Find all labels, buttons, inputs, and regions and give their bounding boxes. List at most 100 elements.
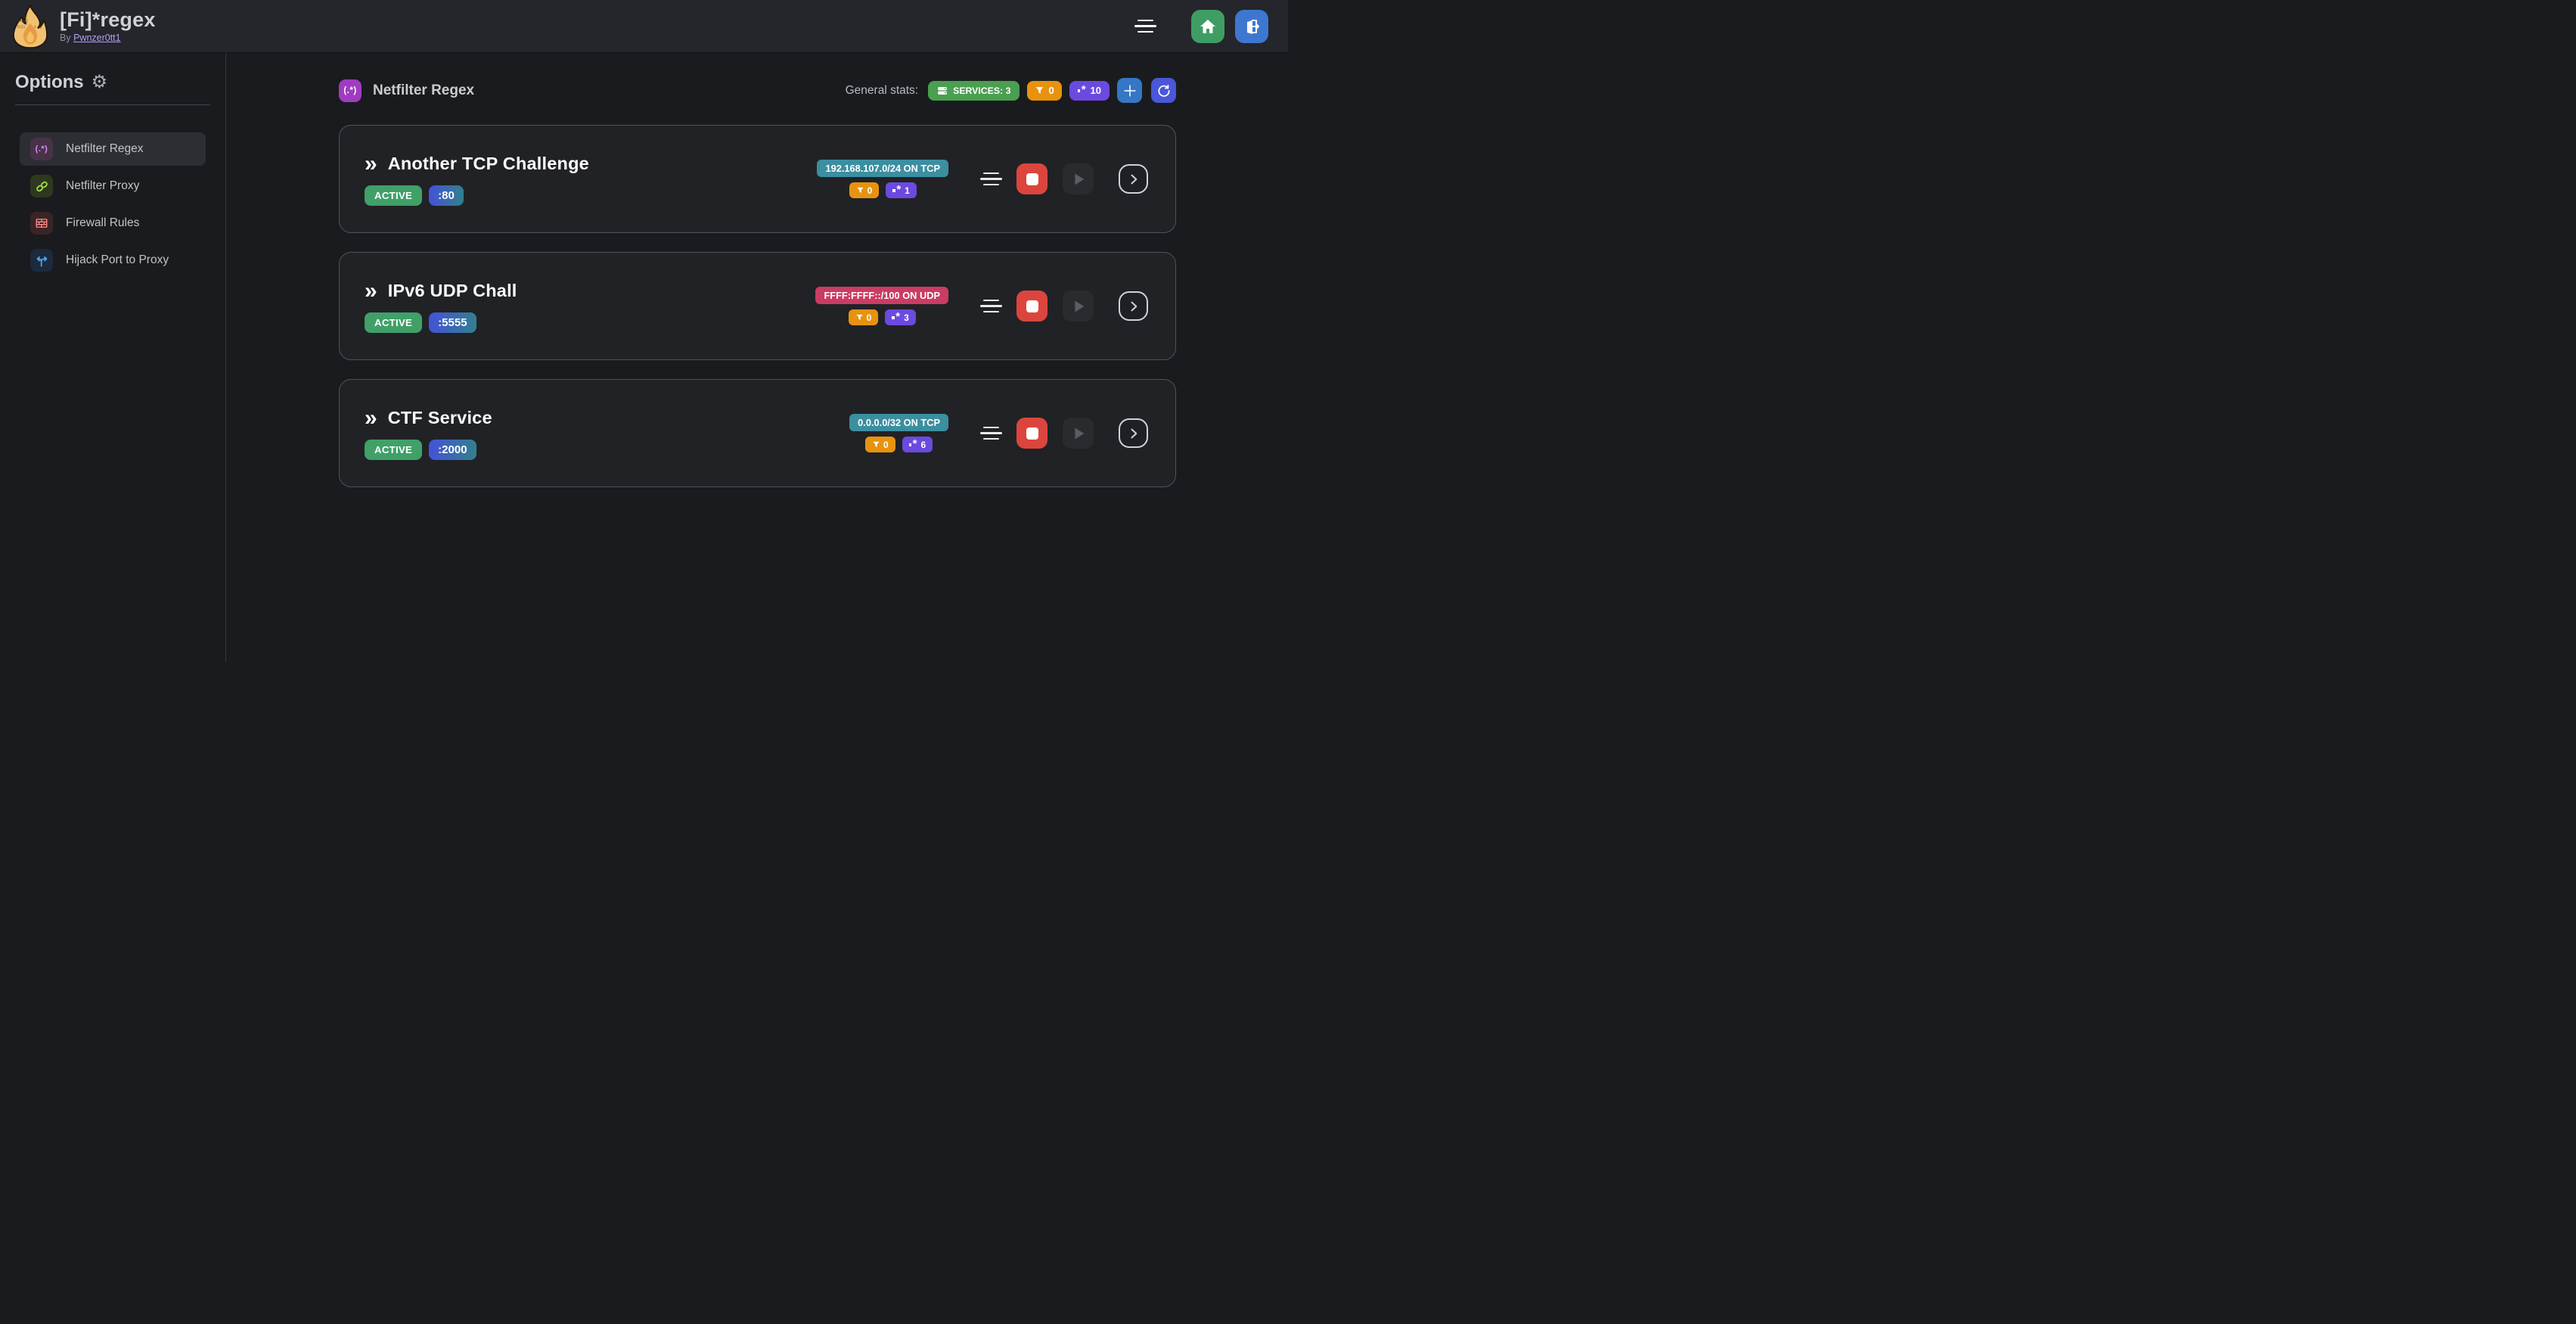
server-icon: [938, 86, 947, 95]
menu-icon: [1137, 19, 1153, 22]
logout-icon: [1247, 19, 1259, 34]
home-button[interactable]: [1191, 9, 1224, 43]
brick-wall-icon: [30, 212, 53, 235]
stop-service-button[interactable]: [1016, 163, 1047, 194]
service-details-button[interactable]: [1119, 291, 1148, 321]
regexes-count-badge: 6: [902, 437, 933, 452]
services-count-label: SERVICES: 3: [953, 85, 1011, 96]
service-list: Another TCP Challenge ACTIVE :80 192.168…: [339, 125, 1176, 487]
status-badge: ACTIVE: [365, 312, 423, 333]
chevron-right-icon: [1131, 174, 1137, 184]
cidr-badge: 0.0.0.0/32 ON TCP: [849, 414, 948, 431]
regex-icon: [892, 310, 900, 325]
service-menu-button[interactable]: [977, 424, 1005, 443]
start-service-button[interactable]: [1063, 418, 1094, 449]
link-icon: [30, 175, 53, 197]
add-service-button[interactable]: [1117, 78, 1142, 103]
double-chevron-icon: [365, 280, 377, 303]
port-badge: :2000: [429, 439, 476, 460]
service-stats: FFFF:FFFF::/100 ON UDP 0 3: [815, 287, 948, 325]
regex-icon: [1077, 83, 1086, 98]
regexes-count-badge: 3: [885, 309, 916, 325]
cidr-badge: FFFF:FFFF::/100 ON UDP: [815, 287, 948, 304]
service-menu-button[interactable]: [977, 169, 1005, 189]
logo-glyph: -z0-: [20, 14, 28, 18]
cidr-badge: 192.168.107.0/24 ON TCP: [817, 160, 948, 177]
regexes-count-label: 10: [1090, 85, 1101, 96]
gear-icon: [92, 71, 108, 93]
funnel-icon: [873, 441, 880, 447]
regexes-count-badge: 10: [1069, 80, 1110, 101]
filters-count-badge: 0: [864, 437, 895, 452]
sidebar-divider: [15, 104, 210, 105]
author-link[interactable]: Pwnzer0tt1: [73, 32, 121, 43]
play-icon: [1074, 173, 1084, 185]
double-chevron-icon: [365, 153, 377, 176]
sidebar-title-label: Options: [15, 71, 84, 92]
stop-service-button[interactable]: [1016, 291, 1047, 322]
status-badge: ACTIVE: [365, 439, 423, 460]
service-card: Another TCP Challenge ACTIVE :80 192.168…: [339, 125, 1176, 233]
plus-icon: [1123, 84, 1136, 97]
page-title: Netfilter Regex: [373, 82, 475, 98]
service-name: CTF Service: [387, 408, 492, 427]
double-chevron-icon: [365, 407, 377, 430]
app-header: -z0- 20}@[ {1}| )-9] [Fi]*regex By Pwnze…: [0, 0, 1288, 53]
split-arrows-icon: [30, 249, 53, 272]
service-details-button[interactable]: [1119, 164, 1148, 194]
sidebar-item-firewall-rules[interactable]: Firewall Rules: [20, 207, 206, 240]
sidebar-item-label: Netfilter Regex: [66, 142, 144, 155]
funnel-icon: [857, 187, 864, 193]
service-stats: 192.168.107.0/24 ON TCP 0 1: [817, 160, 948, 198]
sidebar-item-label: Firewall Rules: [66, 216, 140, 229]
stop-icon: [1026, 300, 1038, 312]
logout-button[interactable]: [1235, 9, 1268, 43]
logo-glyph: {1}|: [17, 24, 25, 29]
service-menu-button[interactable]: [977, 297, 1005, 316]
sidebar-item-label: Netfilter Proxy: [66, 179, 140, 192]
sidebar-item-hijack-port[interactable]: Hijack Port to Proxy: [20, 244, 206, 277]
play-icon: [1074, 300, 1084, 312]
start-service-button[interactable]: [1063, 291, 1094, 322]
play-icon: [1074, 427, 1084, 439]
byline-prefix: By: [60, 32, 71, 43]
stop-service-button[interactable]: [1016, 418, 1047, 449]
start-service-button[interactable]: [1063, 163, 1094, 194]
filters-count-badge: 0: [848, 309, 879, 325]
flame-logo-icon: -z0- 20}@[ {1}| )-9]: [12, 4, 48, 48]
service-details-button[interactable]: [1119, 418, 1148, 448]
port-badge: :80: [429, 185, 464, 206]
logo-glyph: )-9]: [34, 24, 42, 29]
logo-glyph: 20}@[: [17, 18, 28, 23]
regex-icon: [908, 437, 917, 452]
page-header: (.*) Netfilter Regex General stats: SERV…: [339, 78, 1176, 103]
stop-icon: [1026, 427, 1038, 440]
regex-icon: (.*): [30, 138, 53, 160]
service-stats: 0.0.0.0/32 ON TCP 0 6: [849, 414, 948, 452]
regex-icon: [892, 183, 901, 197]
sidebar-item-netfilter-proxy[interactable]: Netfilter Proxy: [20, 169, 206, 203]
general-stats: General stats: SERVICES: 3 0: [846, 78, 1176, 103]
stop-icon: [1026, 172, 1038, 185]
regex-page-icon: (.*): [339, 79, 362, 102]
sidebar-item-label: Hijack Port to Proxy: [66, 253, 169, 266]
refresh-button[interactable]: [1151, 78, 1176, 103]
home-icon: [1200, 19, 1215, 33]
service-card: CTF Service ACTIVE :2000 0.0.0.0/32 ON T…: [339, 379, 1176, 487]
service-card: IPv6 UDP Chall ACTIVE :5555 FFFF:FFFF::/…: [339, 252, 1176, 360]
filters-count-badge: 0: [849, 182, 880, 198]
stats-label: General stats:: [845, 83, 919, 97]
status-badge: ACTIVE: [365, 185, 423, 206]
main-content: (.*) Netfilter Regex General stats: SERV…: [226, 53, 1288, 662]
sidebar-nav: (.*) Netfilter Regex Netfilter Proxy: [20, 132, 206, 277]
filters-count-badge: 0: [1027, 80, 1062, 101]
service-name: IPv6 UDP Chall: [387, 281, 517, 300]
service-name: Another TCP Challenge: [387, 154, 589, 173]
sidebar-item-netfilter-regex[interactable]: (.*) Netfilter Regex: [20, 132, 206, 166]
byline: By Pwnzer0tt1: [60, 33, 156, 43]
app-title: [Fi]*regex: [60, 8, 156, 32]
header-menu-button[interactable]: [1131, 17, 1159, 36]
services-count-badge: SERVICES: 3: [928, 80, 1020, 101]
funnel-icon: [855, 314, 863, 320]
sidebar: Options (.*) Netfilter Regex Netfilte: [0, 53, 226, 662]
